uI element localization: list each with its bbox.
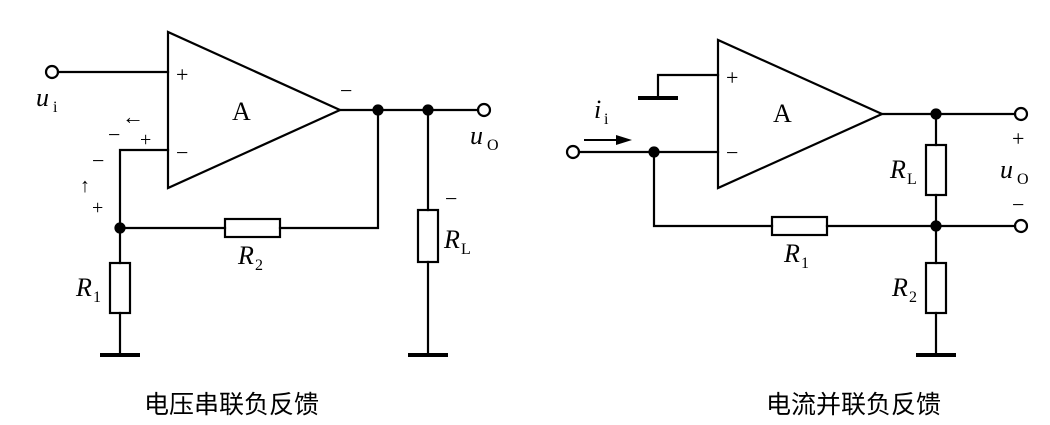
- right-caption: 电流并联负反馈: [766, 390, 941, 419]
- left-input-var: u: [36, 83, 49, 112]
- left-r2-sub: 2: [255, 257, 263, 274]
- right-output-var: u: [1000, 155, 1013, 184]
- left-input-terminal: [44, 64, 60, 80]
- right-rl-sub: L: [907, 171, 917, 188]
- left-r2-wire-right: [278, 108, 380, 230]
- right-r1-var: R: [783, 239, 800, 268]
- voltage-series-circuit: A + − u i R 1 R 2 − u O: [36, 30, 499, 419]
- right-r2: [924, 261, 948, 315]
- left-rl: [416, 208, 440, 264]
- left-rl-sub: L: [461, 241, 471, 258]
- right-out-plus: +: [1012, 126, 1024, 151]
- right-r1: [770, 215, 829, 237]
- left-inv-sign: −: [176, 140, 188, 165]
- right-opamp-label: A: [773, 99, 792, 128]
- left-opamp-label: A: [232, 97, 251, 126]
- right-r1-wire-left: [652, 150, 774, 228]
- left-r2-var: R: [237, 241, 254, 270]
- left-fb-side-arrow: ↑: [80, 175, 90, 197]
- left-out-minus: −: [340, 78, 352, 103]
- right-rl: [924, 143, 948, 197]
- left-caption: 电压串联负反馈: [144, 390, 319, 419]
- right-output-sub: O: [1017, 171, 1029, 188]
- left-fb-top-plus: +: [140, 129, 151, 151]
- left-output-terminal: [476, 102, 492, 118]
- left-noninv-sign: +: [176, 62, 188, 87]
- left-r2: [223, 217, 282, 239]
- left-rl-minus: −: [445, 186, 457, 211]
- right-out-minus: −: [1012, 192, 1024, 217]
- left-fb-side-plus: +: [92, 197, 103, 219]
- current-shunt-circuit: A + − i i R 1 + u O − R L: [565, 38, 1029, 419]
- left-inv-wire: [118, 148, 170, 230]
- right-input-sub: i: [604, 111, 609, 128]
- left-r1: [108, 261, 132, 315]
- left-output-var: u: [470, 121, 483, 150]
- left-fb-arrow: ←: [122, 104, 144, 129]
- left-input-sub: i: [53, 99, 58, 116]
- left-fb-top-minus: −: [108, 122, 120, 147]
- left-r1-var: R: [75, 273, 92, 302]
- right-opamp: [716, 38, 885, 190]
- left-fb-side-minus: −: [92, 148, 104, 173]
- right-input-arrow-head: [616, 135, 632, 145]
- right-r2-var: R: [891, 273, 908, 302]
- right-inv-sign: −: [726, 140, 738, 165]
- right-r2-sub: 2: [909, 289, 917, 306]
- right-input-var: i: [594, 95, 601, 124]
- left-r1-sub: 1: [93, 289, 101, 306]
- right-r1-sub: 1: [801, 255, 809, 272]
- right-return-terminal: [1013, 218, 1029, 234]
- right-input-terminal: [565, 144, 581, 160]
- right-output-terminal: [1013, 106, 1029, 122]
- left-opamp: [166, 30, 343, 190]
- left-output-sub: O: [487, 137, 499, 154]
- left-rl-var: R: [443, 225, 460, 254]
- right-noninv-sign: +: [726, 65, 738, 90]
- right-noninv-wire: [656, 73, 720, 100]
- right-rl-var: R: [889, 155, 906, 184]
- left-out-node-1: [372, 104, 384, 116]
